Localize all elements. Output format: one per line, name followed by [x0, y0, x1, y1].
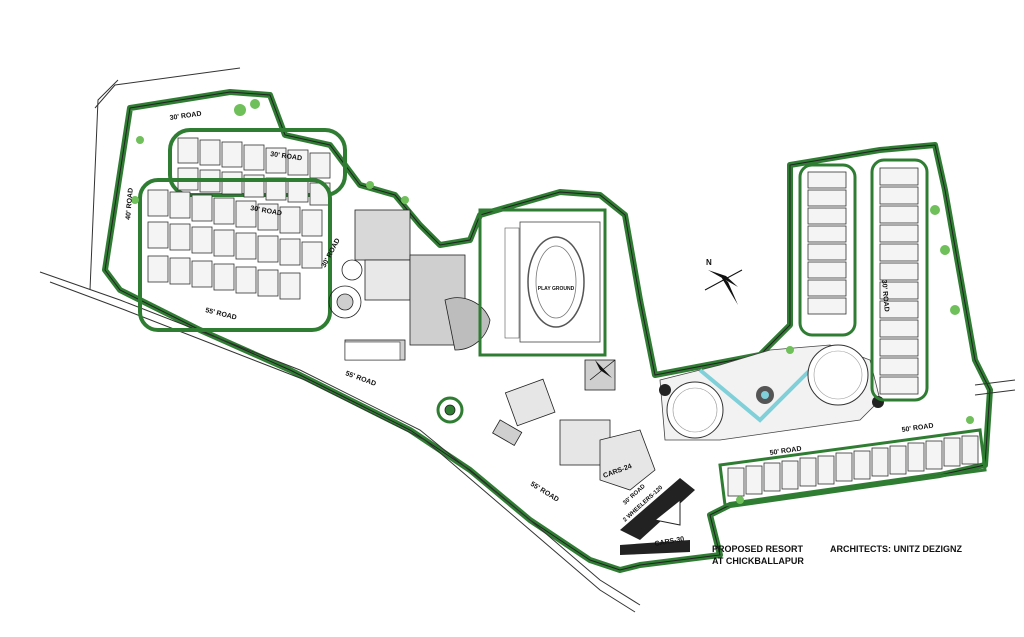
road-label-50-right: 50' ROAD: [901, 423, 934, 434]
north-arrow-small-icon: [589, 359, 616, 381]
playground: PLAY GROUND: [478, 208, 607, 357]
central-lower-buildings: [436, 359, 656, 491]
architects-credit: ARCHITECTS: UNITZ DEZIGNZ: [830, 544, 962, 554]
playground-label: PLAY GROUND: [538, 286, 575, 292]
villa-cluster-bottom-right: [718, 428, 987, 507]
road-label-40-left: 40' ROAD: [125, 188, 135, 221]
north-label: N: [706, 258, 712, 267]
parking-area: [344, 341, 695, 555]
road-label-50-lower: 50' ROAD: [769, 446, 802, 457]
villa-cluster-right-vertical: [798, 158, 929, 402]
road-label-30-right-vertical: 30' ROAD: [880, 280, 890, 313]
project-title-line1: PROPOSED RESORT: [712, 544, 804, 554]
pool-area: [659, 344, 884, 441]
outer-roads: [39, 67, 1016, 613]
road-label-55-bottom: 55' ROAD: [529, 481, 560, 504]
title-block: PROPOSED RESORT AT CHICKBALLAPUR ARCHITE…: [712, 544, 962, 566]
road-label-30-top: 30' ROAD: [169, 111, 202, 122]
landscape-trees: [131, 99, 974, 504]
site-boundary: [102, 89, 993, 573]
road-label-30-upper: 30' ROAD: [270, 151, 303, 162]
road-label-55-lower: 55' ROAD: [205, 307, 238, 322]
villa-cluster-lower: [138, 178, 332, 332]
road-label-55-mid: 55' ROAD: [344, 370, 376, 388]
project-title-line2: AT CHICKBALLAPUR: [712, 556, 804, 566]
north-arrow-icon: N: [704, 258, 743, 305]
central-amenities: [328, 209, 491, 361]
